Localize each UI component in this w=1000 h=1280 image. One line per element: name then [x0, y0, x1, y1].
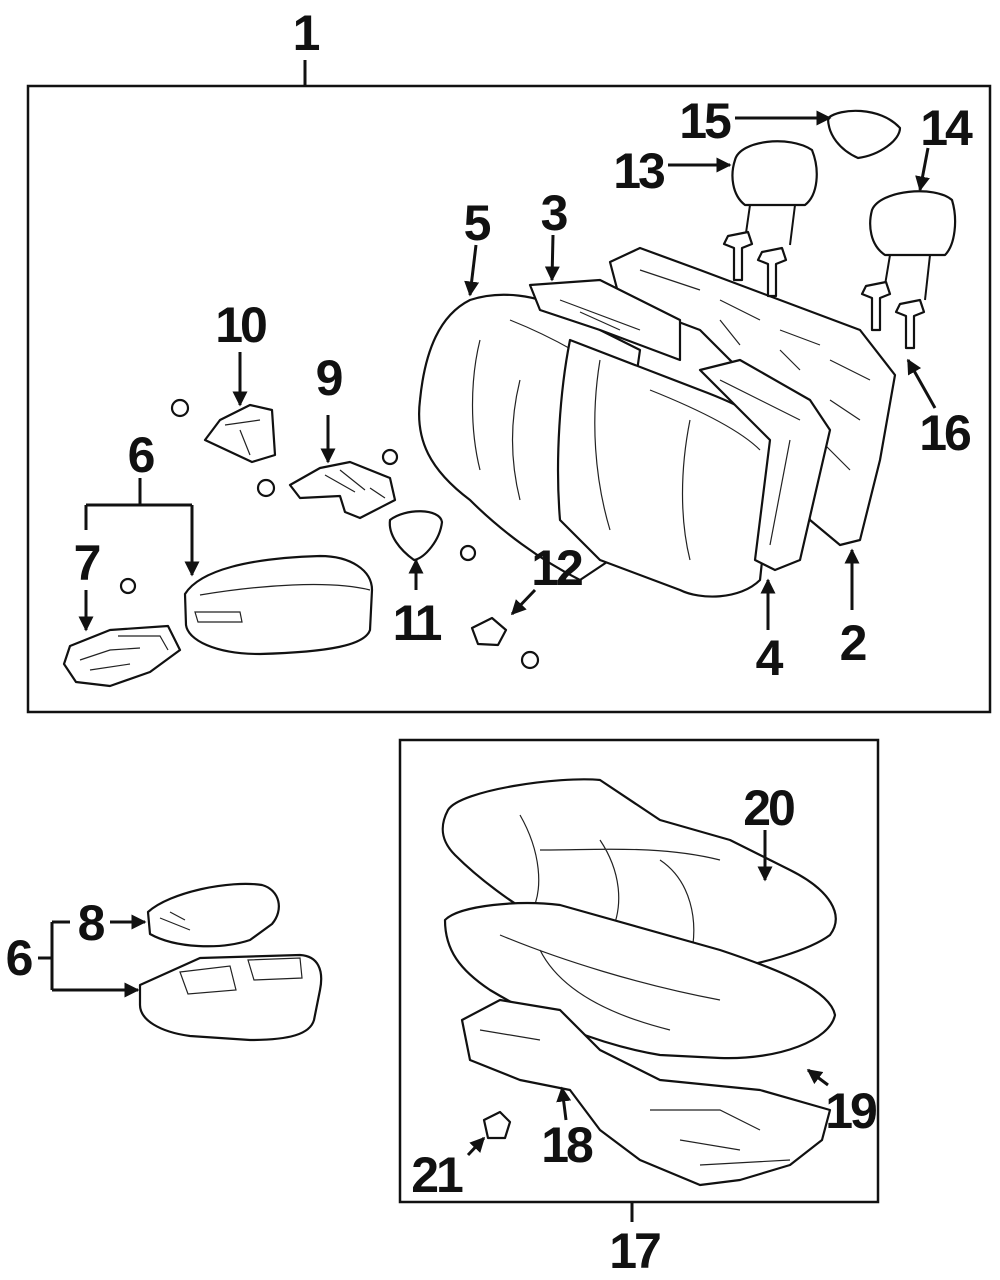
- callout-17: 17: [609, 1223, 660, 1279]
- callout-13: 13: [613, 143, 664, 199]
- seat-back-frame: [608, 246, 897, 547]
- seat-cushion-base: [443, 902, 837, 1060]
- headrest-guides: [722, 230, 926, 350]
- hinge-bracket-10: [203, 403, 277, 464]
- callout-15: 15: [679, 93, 731, 149]
- callout-labels: 1 2 3 4 5 6 6 7 8 9 10 11 12 13 14 15 16…: [6, 5, 976, 1279]
- cushion-clip-21: [482, 1110, 512, 1140]
- callout-11: 11: [393, 595, 442, 651]
- leader-lines: [38, 110, 937, 1157]
- bracket-cover-11: [388, 510, 444, 562]
- callout-9: 9: [316, 350, 342, 406]
- callout-12: 12: [531, 540, 582, 596]
- callout-1: 1: [293, 5, 320, 61]
- cup-holder-assembly: [62, 624, 182, 688]
- callout-8: 8: [78, 895, 105, 951]
- armrest-assembly: [183, 554, 374, 656]
- headrest-center: [731, 140, 818, 246]
- rear-seat-cushion-group-box: [398, 738, 880, 1222]
- callout-6-top: 6: [128, 427, 154, 483]
- rear-seat-back-group-box: [26, 60, 992, 714]
- callout-18: 18: [541, 1117, 593, 1173]
- fasteners: [119, 398, 540, 670]
- seat-back-side-bolster: [698, 358, 832, 572]
- hinge-bracket-9: [288, 460, 397, 520]
- callout-7: 7: [74, 535, 100, 591]
- callout-14: 14: [920, 100, 973, 156]
- callout-2: 2: [840, 615, 866, 671]
- callout-21: 21: [411, 1147, 463, 1203]
- callout-19: 19: [825, 1083, 876, 1139]
- armrest-base: [138, 953, 323, 1042]
- seat-cushion-frame: [460, 998, 832, 1187]
- callout-5: 5: [464, 195, 491, 251]
- headrest-cover-pad: [826, 109, 902, 160]
- armrest-lid: [146, 882, 280, 948]
- headrest-right: [869, 190, 957, 301]
- seat-back-center-panel: [528, 278, 682, 362]
- callout-20: 20: [743, 780, 794, 836]
- callout-3: 3: [541, 185, 567, 241]
- callout-4: 4: [756, 630, 784, 686]
- callout-16: 16: [919, 405, 970, 461]
- callout-6-bottom: 6: [6, 930, 32, 986]
- callout-10: 10: [215, 297, 266, 353]
